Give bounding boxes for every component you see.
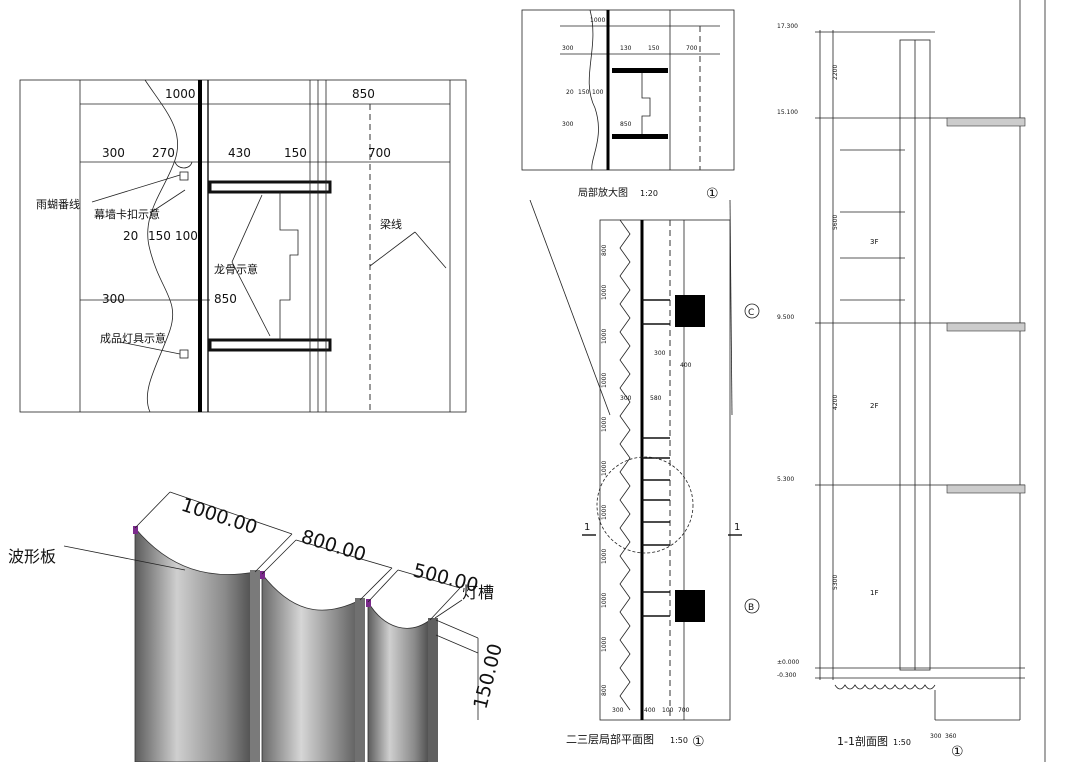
sec-dim-0: 2200 — [832, 65, 839, 80]
sec-dim-3: 5300 — [832, 575, 839, 590]
section-drawing: 17.300 15.100 9.500 5.300 ±0.000 -0.300 … — [775, 0, 1080, 762]
label-wave-panel: 波形板 — [8, 547, 56, 566]
plan-small-svg: 1000 300 130 150 700 20 150 100 300 850 … — [521, 9, 735, 202]
dim-20: 20 — [123, 229, 138, 243]
plan-long-left-dim: 1000 — [601, 505, 608, 520]
dim-150b: 150 — [148, 229, 171, 243]
level-17300: 17.300 — [777, 23, 798, 30]
plan-long-scale: 1:50 — [670, 736, 688, 745]
floor-3f: 3F — [870, 238, 878, 246]
detail-drawing: 1000 850 300 270 430 150 700 20 150 100 … — [0, 0, 480, 430]
pl-note-3: 580 — [650, 395, 662, 402]
plan-long-left-dim: 1000 — [601, 549, 608, 564]
ps-dim-3: 150 — [648, 45, 660, 52]
ps-dim-5: 20 — [566, 89, 574, 96]
render-3d-svg: 1000.00 800.00 500.00 150.00 波形板 灯槽 — [8, 491, 507, 763]
ps-dim-0: 1000 — [590, 17, 605, 24]
section-title: 1-1剖面图 — [837, 734, 888, 748]
label-clip: 幕墙卡扣示意 — [94, 207, 160, 221]
plan-long-axis: ① — [692, 734, 705, 750]
plan-long-left-dim: 1000 — [601, 461, 608, 476]
plan-long: C B 1 1 800 1000 1000 1000 1000 1000 1000 1000 1… — [520, 199, 770, 755]
plan-long-svg: C B 1 1 800 1000 1000 1000 1000 1000 1000 1000 1… — [529, 199, 760, 750]
axis-c: C — [748, 308, 754, 318]
pl-bot-1: 400 — [644, 707, 656, 714]
plan-long-left-dim: 1000 — [601, 637, 608, 652]
ps-dim-8: 300 — [562, 121, 574, 128]
section-mark-right: 1 — [734, 522, 740, 533]
ps-dim-6: 150 — [578, 89, 590, 96]
render-3d: 1000.00 800.00 500.00 150.00 波形板 灯槽 — [0, 470, 520, 763]
ps-dim-9: 850 — [620, 121, 632, 128]
plan-long-title: 二三层局部平面图 — [566, 732, 654, 746]
pl-bot-3: 700 — [678, 707, 690, 714]
level-15100: 15.100 — [777, 109, 798, 116]
dim-150: 150 — [284, 146, 307, 160]
section-mark-left: 1 — [584, 522, 590, 533]
plan-small-title: 局部放大图 — [578, 186, 628, 199]
level-9500: 9.500 — [777, 314, 794, 321]
sec-dim-1: 5600 — [832, 215, 839, 230]
label-lamp: 成品灯具示意 — [100, 331, 166, 345]
plan-long-left-dim: 800 — [601, 244, 608, 256]
label-beam-line: 梁线 — [380, 217, 402, 231]
plan-long-left-dim: 1000 — [601, 329, 608, 344]
floor-2f: 2F — [870, 402, 878, 410]
dim-430: 430 — [228, 146, 251, 160]
label-rain-channel: 雨蝴番线 — [36, 197, 80, 211]
ps-dim-7: 100 — [592, 89, 604, 96]
ps-dim-4: 700 — [686, 45, 698, 52]
sec-bot-1: 360 — [945, 733, 957, 740]
ps-dim-1: 300 — [562, 45, 574, 52]
pl-bot-0: 300 — [612, 707, 624, 714]
sec-bot-0: 300 — [930, 733, 942, 740]
plan-small: 1000 300 130 150 700 20 150 100 300 850 … — [520, 8, 740, 203]
section-svg: 17.300 15.100 9.500 5.300 ±0.000 -0.300 … — [777, 0, 1046, 762]
plan-small-axis: ① — [706, 186, 719, 202]
plan-long-left-dim: 800 — [601, 684, 608, 696]
dim-1000: 1000 — [165, 87, 196, 101]
plan-long-left-dim: 1000 — [601, 373, 608, 388]
section-scale: 1:50 — [893, 738, 911, 747]
detail-drawing-svg: 1000 850 300 270 430 150 700 20 150 100 … — [19, 79, 467, 413]
pl-bot-2: 100 — [662, 707, 674, 714]
dim-100: 100 — [175, 229, 198, 243]
plan-long-left-dim: 1000 — [601, 285, 608, 300]
dim-3d-800: 800.00 — [299, 526, 369, 566]
ps-dim-2: 130 — [620, 45, 632, 52]
label-keel: 龙骨示意 — [214, 262, 258, 276]
dim-850: 850 — [352, 87, 375, 101]
sec-dim-2: 4200 — [832, 395, 839, 410]
pl-note-0: 300 — [654, 350, 666, 357]
level-0: ±0.000 — [777, 659, 799, 666]
level-5300: 5.300 — [777, 476, 794, 483]
plan-long-left-dim: 1000 — [601, 593, 608, 608]
plan-long-left-dim: 1000 — [601, 417, 608, 432]
pl-note-2: 300 — [620, 395, 632, 402]
floor-1f: 1F — [870, 589, 878, 597]
section-axis: ① — [951, 744, 964, 760]
dim-850b: 850 — [214, 292, 237, 306]
level-minus300: -0.300 — [777, 672, 797, 679]
dim-3d-1000: 1000.00 — [178, 494, 260, 539]
dim-700: 700 — [368, 146, 391, 160]
label-lamp-slot: 灯槽 — [462, 583, 494, 602]
dim-300b: 300 — [102, 292, 125, 306]
plan-small-scale: 1:20 — [640, 189, 658, 198]
axis-b: B — [748, 603, 754, 613]
dim-270: 270 — [152, 146, 175, 160]
dim-300: 300 — [102, 146, 125, 160]
pl-note-1: 400 — [680, 362, 692, 369]
